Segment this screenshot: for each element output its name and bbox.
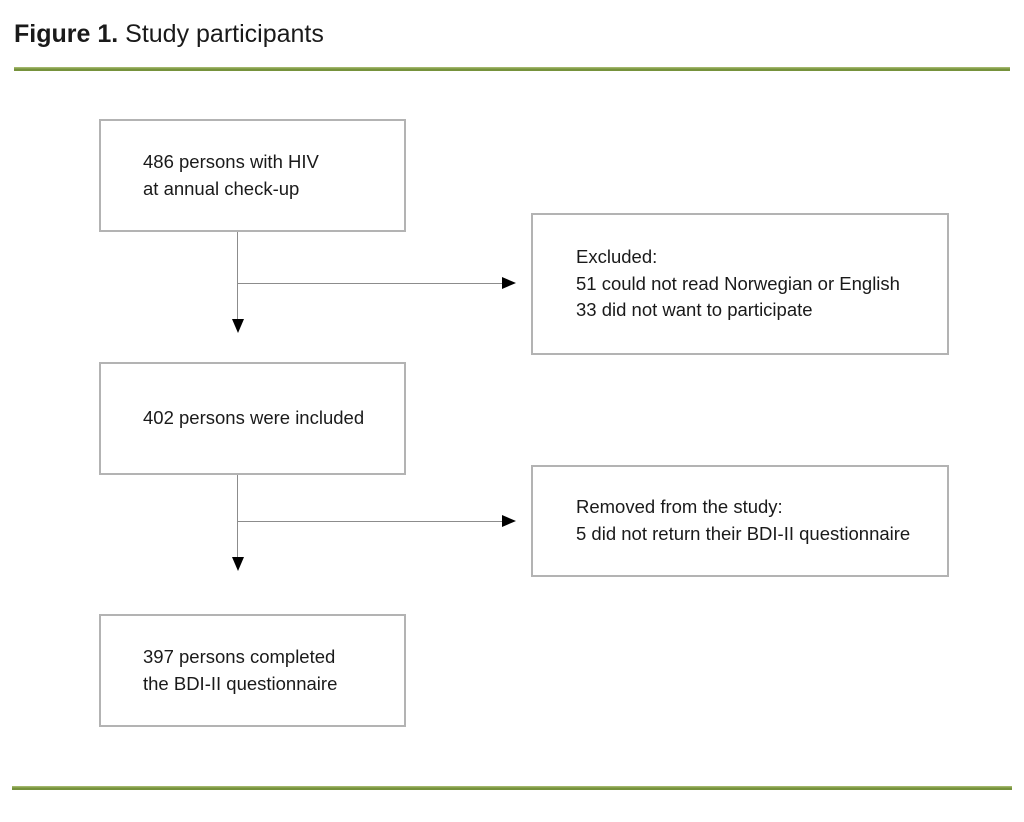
- box-line: at annual check-up: [143, 177, 300, 199]
- box-line: 5 did not return their BDI-II questionna…: [576, 523, 911, 544]
- flow-box-hiv-checkup: 486 persons with HIV at annual check-up: [99, 119, 406, 232]
- box-line: the BDI-II questionnaire: [143, 672, 338, 694]
- top-rule: [14, 67, 1010, 71]
- connector-vertical-1: [237, 232, 238, 321]
- figure-caption: Figure 1. Study participants: [14, 20, 324, 49]
- arrowhead-right-icon: [502, 277, 516, 289]
- connector-horizontal-2: [237, 521, 503, 522]
- connector-vertical-2: [237, 475, 238, 558]
- box-line: Excluded:: [576, 245, 658, 267]
- box-line: Removed from the study:: [576, 496, 783, 518]
- box-line: 51 could not read Norwegian or English: [576, 272, 900, 294]
- arrowhead-right-icon: [502, 515, 516, 527]
- box-line: 397 persons completed: [143, 645, 336, 667]
- flow-box-excluded: Excluded: 51 could not read Norwegian or…: [531, 213, 949, 355]
- flow-box-removed: Removed from the study: 5 did not return…: [531, 465, 949, 577]
- flow-box-included: 402 persons were included: [99, 362, 406, 475]
- connector-horizontal-1: [237, 283, 503, 284]
- arrowhead-down-icon: [232, 319, 244, 333]
- figure-label: Figure 1.: [14, 20, 119, 48]
- bottom-rule: [12, 786, 1012, 790]
- figure-title: Study participants: [125, 20, 324, 48]
- arrowhead-down-icon: [232, 557, 244, 571]
- box-line: 33 did not want to participate: [576, 299, 813, 321]
- box-line: 486 persons with HIV: [143, 150, 319, 172]
- box-line: 402 persons were included: [143, 407, 365, 429]
- flow-box-completed: 397 persons completed the BDI-II questio…: [99, 614, 406, 727]
